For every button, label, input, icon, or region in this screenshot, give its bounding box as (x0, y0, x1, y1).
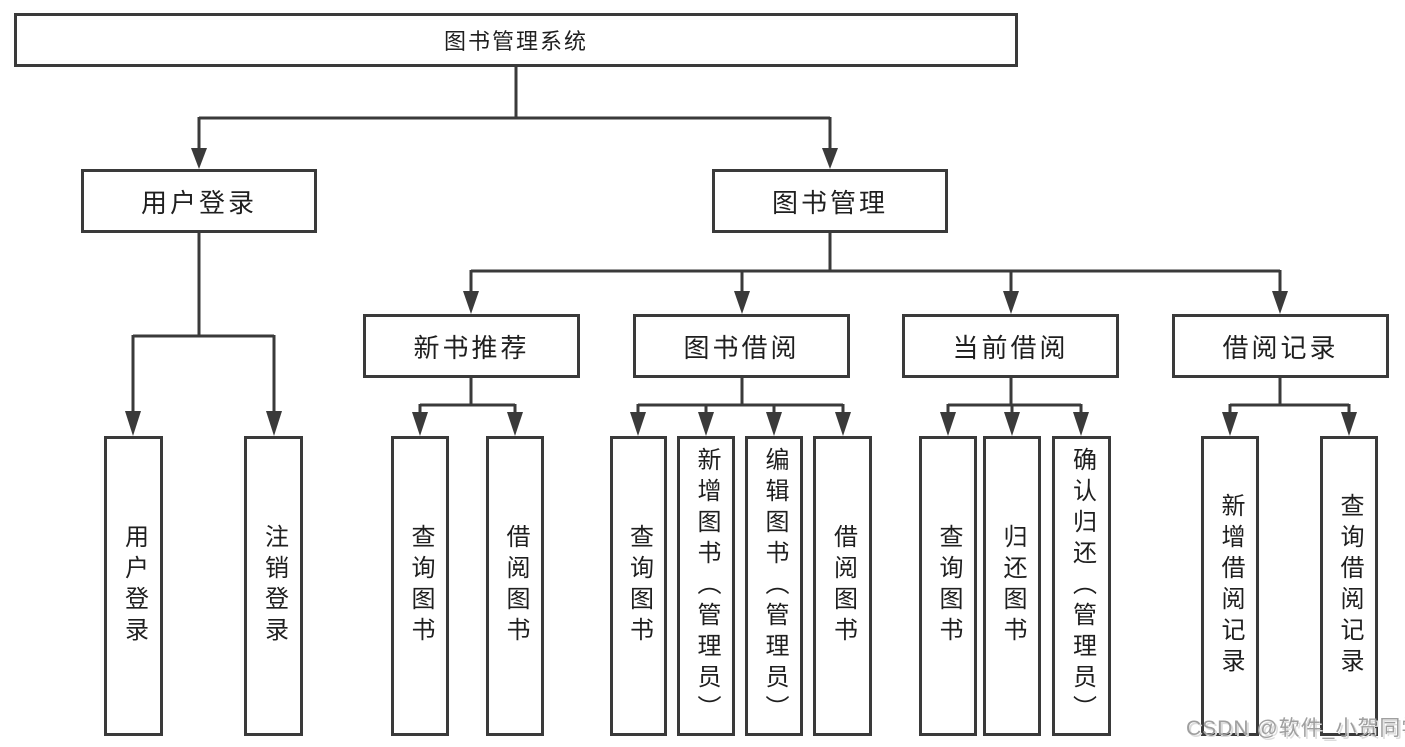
arrowhead-icon (630, 412, 646, 436)
arrowhead-icon (412, 412, 428, 436)
node-return-books: 归还图书 (983, 436, 1041, 736)
arrowhead-icon (191, 148, 207, 169)
node-label: 编辑图书（管理员） (761, 446, 788, 726)
arrowhead-icon (463, 291, 479, 314)
connector-path (197, 66, 832, 150)
arrowhead-icon (835, 412, 851, 436)
arrowhead-icon (822, 148, 838, 169)
node-edit-books-admin: 编辑图书（管理员） (745, 436, 803, 736)
node-label: 借阅记录 (1222, 332, 1339, 363)
node-label: 查询图书 (407, 524, 434, 648)
connector-path (636, 378, 845, 414)
node-borrow-books: 借阅图书 (813, 436, 872, 736)
node-query-books-borrowing: 查询图书 (610, 436, 667, 736)
node-confirm-return-admin: 确认归还（管理员） (1052, 436, 1111, 736)
node-borrowing-records: 借阅记录 (1172, 314, 1389, 378)
arrowhead-icon (1003, 291, 1019, 314)
node-label: 查询图书 (625, 524, 653, 648)
node-label: 新书推荐 (413, 332, 530, 363)
node-label: 确认归还（管理员） (1068, 446, 1096, 726)
connector-path (946, 378, 1083, 414)
node-label: 图书管理系统 (443, 29, 588, 54)
node-borrow-books-recommend: 借阅图书 (486, 436, 544, 736)
csdn-watermark: CSDN @软件_小贺同学 (1186, 717, 1405, 740)
arrowhead-icon (507, 412, 523, 436)
node-add-borrow-record: 新增借阅记录 (1201, 436, 1259, 736)
node-query-books-current: 查询图书 (919, 436, 977, 736)
node-logout: 注销登录 (244, 436, 303, 736)
node-add-books-admin: 新增图书（管理员） (677, 436, 735, 736)
node-current-borrowing: 当前借阅 (902, 314, 1119, 378)
arrowhead-icon (734, 291, 750, 314)
arrowhead-icon (1073, 412, 1089, 436)
node-book-management: 图书管理 (712, 169, 948, 233)
node-label: 查询借阅记录 (1336, 493, 1363, 679)
node-query-borrow-record: 查询借阅记录 (1320, 436, 1378, 736)
arrowhead-icon (698, 412, 714, 436)
node-label: 新增图书（管理员） (693, 446, 720, 726)
node-user-login-leaf: 用户登录 (104, 436, 163, 736)
connector-path (418, 378, 517, 414)
node-label: 借阅图书 (502, 524, 529, 648)
node-book-borrowing: 图书借阅 (633, 314, 850, 378)
arrowhead-icon (1341, 412, 1357, 436)
connector-path (469, 233, 1282, 293)
arrowhead-icon (1004, 412, 1020, 436)
node-new-book-recommendation: 新书推荐 (363, 314, 580, 378)
node-label: 图书管理 (771, 187, 888, 218)
node-label: 注销登录 (260, 524, 288, 648)
node-label: 用户登录 (140, 187, 257, 218)
arrowhead-icon (266, 411, 282, 436)
node-label: 图书借阅 (683, 332, 800, 363)
arrowhead-icon (125, 411, 141, 436)
arrowhead-icon (940, 412, 956, 436)
arrowhead-icon (1272, 291, 1288, 314)
connector-path (131, 233, 276, 413)
node-label: 借阅图书 (829, 524, 857, 648)
connector-path (1228, 378, 1351, 414)
node-label: 用户登录 (120, 524, 148, 648)
node-library-management-system: 图书管理系统 (14, 13, 1018, 67)
node-user-login: 用户登录 (81, 169, 317, 233)
arrowhead-icon (1222, 412, 1238, 436)
node-label: 新增借阅记录 (1217, 493, 1244, 679)
node-label: 查询图书 (935, 524, 962, 648)
node-label: 归还图书 (999, 524, 1026, 648)
arrowhead-icon (766, 412, 782, 436)
node-label: 当前借阅 (952, 332, 1069, 363)
node-query-books-recommend: 查询图书 (391, 436, 449, 736)
